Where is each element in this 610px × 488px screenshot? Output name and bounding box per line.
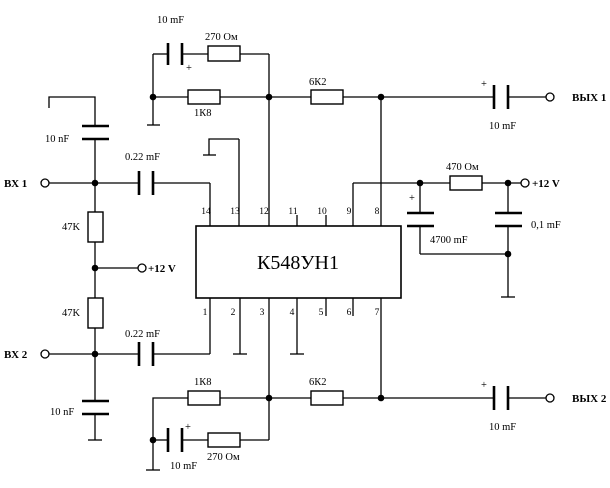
out1-cap-polarity: + — [481, 79, 487, 90]
top-resistor-6k2 — [310, 89, 344, 105]
top-resistor-6k2-label: 6К2 — [309, 77, 327, 88]
pin-2-label: 2 — [231, 308, 236, 318]
pin-12-label: 12 — [259, 207, 269, 217]
top-fb-resistor-1k8 — [187, 89, 221, 105]
out2-terminal[interactable] — [545, 393, 555, 403]
top-fb-resistor-1k8-label: 1К8 — [194, 108, 212, 119]
in-bottom-cap-label: 10 nF — [50, 407, 74, 418]
in1-cap-label: 0.22 mF — [125, 152, 160, 163]
pin-14-label: 14 — [201, 207, 211, 217]
resistor-47k-top — [87, 211, 104, 243]
supply-smallcap-label: 0,1 mF — [531, 220, 561, 231]
top-fb-cap-label: 10 mF — [157, 15, 184, 26]
in-top-cap-label: 10 nF — [45, 134, 69, 145]
ic-body — [195, 225, 402, 299]
out2-cap-polarity: + — [481, 380, 487, 391]
resistor-47k-top-label: 47K — [62, 222, 81, 233]
out2-cap-label: 10 mF — [489, 422, 516, 433]
bottom-fb-cap-polarity: + — [185, 422, 191, 433]
resistor-47k-bottom — [87, 297, 104, 329]
pin-5-label: 5 — [319, 308, 324, 318]
top-fb-cap-polarity: + — [186, 63, 192, 74]
top-fb-resistor-270 — [207, 45, 241, 62]
top-fb-resistor-270-label: 270 Ом — [205, 32, 238, 43]
pin-10-label: 10 — [317, 207, 327, 217]
resistor-47k-bottom-label: 47K — [62, 308, 81, 319]
pin-8-label: 8 — [375, 207, 380, 217]
bottom-fb-resistor-1k8-label: 1К8 — [194, 377, 212, 388]
supply-resistor-470-label: 470 Ом — [446, 162, 479, 173]
pin-7-label: 7 — [375, 308, 380, 318]
amplifier-ic: К548УН1 14 13 12 11 10 9 8 1 2 3 4 5 6 7 — [195, 207, 402, 318]
pin-11-label: 11 — [288, 207, 297, 217]
out2-label: ВЫХ 2 — [572, 393, 607, 405]
bottom-fb-cap-label: 10 mF — [170, 461, 197, 472]
input-network: 10 nF ВХ 1 0.22 mF 47K +12 V 47K ВХ 2 0.… — [4, 96, 210, 441]
ic-name: К548УН1 — [257, 252, 339, 274]
top-feedback-network: + + 10 mF 270 Ом 1К8 6К2 10 mF ВЫХ 1 — [147, 15, 606, 132]
in2-cap-label: 0.22 mF — [125, 329, 160, 340]
supply-bigcap-polarity: + — [409, 193, 415, 204]
pin13-ground-symbol — [208, 138, 239, 155]
bottom-resistor-6k2 — [310, 390, 344, 406]
pin-6-label: 6 — [347, 308, 352, 318]
pin-leads — [203, 97, 382, 398]
bottom-fb-resistor-1k8 — [187, 390, 221, 406]
in2-label: ВХ 2 — [4, 349, 28, 361]
in1-terminal[interactable] — [40, 178, 50, 188]
bottom-fb-resistor-270 — [207, 432, 241, 448]
supply-left-terminal[interactable] — [137, 263, 147, 273]
in2-terminal[interactable] — [40, 349, 50, 359]
out1-cap-label: 10 mF — [489, 121, 516, 132]
pin-3-label: 3 — [260, 308, 265, 318]
supply-network: +12 V 470 Ом + 4700 mF 0,1 mF — [353, 162, 561, 298]
supply-left-label: +12 V — [148, 263, 176, 275]
pin-13-label: 13 — [230, 207, 240, 217]
supply-resistor-470 — [449, 175, 483, 191]
supply-bigcap-label: 4700 mF — [430, 235, 468, 246]
in1-label: ВХ 1 — [4, 178, 27, 190]
supply-right-label: +12 V — [532, 178, 560, 190]
bottom-feedback-network: 1К8 6К2 + 10 mF ВЫХ 2 + 10 mF 270 Ом — [146, 377, 607, 472]
out1-label: ВЫХ 1 — [572, 92, 606, 104]
pin-1-label: 1 — [203, 308, 208, 318]
bottom-resistor-6k2-label: 6К2 — [309, 377, 327, 388]
pin-9-label: 9 — [347, 207, 352, 217]
supply-right-terminal[interactable] — [520, 178, 530, 188]
out1-terminal[interactable] — [545, 92, 555, 102]
pin-4-label: 4 — [290, 308, 295, 318]
bottom-fb-resistor-270-label: 270 Ом — [207, 452, 240, 463]
